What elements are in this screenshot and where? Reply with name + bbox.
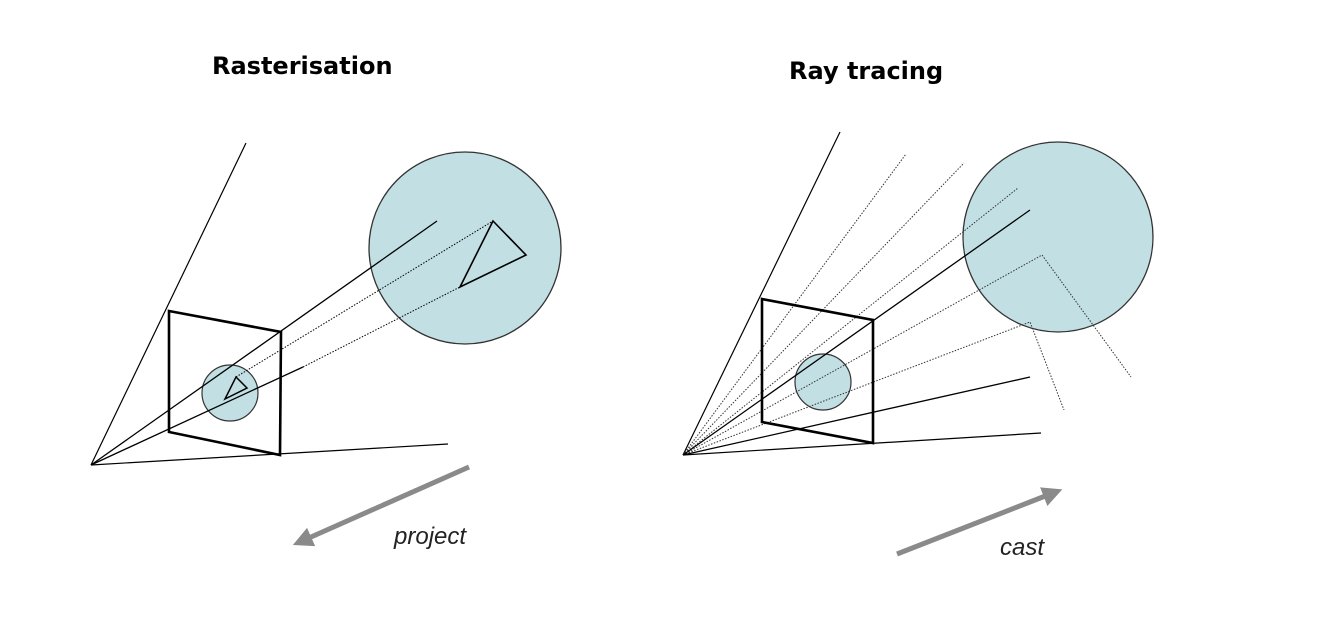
reflected-ray [682, 254, 1132, 456]
frustum-top-edge [682, 131, 841, 456]
frustum-bottom-edge [90, 443, 449, 466]
image-plane [760, 297, 875, 445]
ray-dotted [682, 187, 1019, 456]
projection-line-dotted [302, 286, 461, 368]
rasterisation-title: Rasterisation [212, 52, 393, 80]
ray-tracing-title: Ray tracing [789, 57, 944, 85]
image-plane [167, 309, 283, 457]
ray-tracing-diagram [682, 131, 1154, 456]
frustum-top-edge [90, 142, 247, 466]
ray-solid [682, 209, 1031, 456]
project-arrow [292, 464, 471, 547]
scene-sphere [368, 151, 562, 345]
cast-arrow [896, 487, 1063, 557]
projection-line [90, 366, 304, 466]
reflected-ray [682, 321, 1065, 456]
ray-dotted [682, 162, 965, 456]
scene-sphere [962, 141, 1154, 333]
project-label: project [393, 523, 467, 550]
ray-solid [682, 376, 1031, 456]
projection-line [90, 220, 438, 466]
scene-triangle [458, 219, 528, 289]
projected-sphere [201, 364, 259, 422]
frustum-bottom-edge [682, 432, 1042, 456]
projection-line-dotted [235, 220, 494, 378]
cast-label: cast [1000, 534, 1045, 561]
near-sphere [794, 353, 852, 411]
projected-triangle [223, 375, 249, 401]
rasterisation-diagram [90, 142, 562, 466]
